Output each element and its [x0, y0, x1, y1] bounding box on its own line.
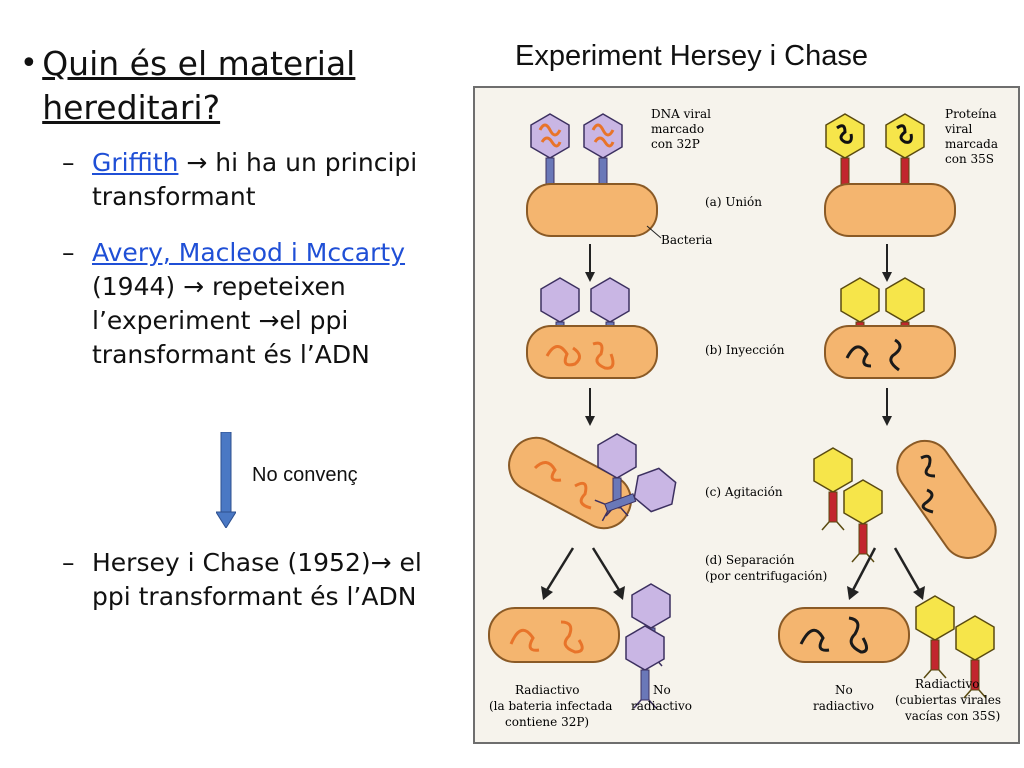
dna-injected-black: [845, 338, 902, 372]
down-arrow-icon: [216, 432, 236, 528]
dna-label-3: con 32P: [651, 137, 700, 151]
avery-year: (1944): [92, 272, 184, 301]
result-right-2: (cubiertas virales: [895, 693, 1001, 707]
sub-bullet-text: Griffith → hi ha un principi transforman…: [92, 146, 442, 214]
dna-black-c: [920, 454, 936, 514]
arrow-down-icon: [584, 387, 596, 427]
protein-label-3: marcada: [945, 137, 998, 151]
phage-protein-labeled-2: [885, 113, 925, 197]
phage-detached-c-4: [843, 479, 883, 563]
arrow-glyph: →: [186, 148, 208, 177]
result-no-3: No: [835, 683, 853, 697]
arrow-glyph: →: [370, 548, 392, 577]
hersey-conclusion: el ppi transformant és l’ADN: [92, 548, 422, 611]
step-b-label: (b) Inyección: [705, 343, 785, 357]
griffith-text: hi ha un principi transformant: [92, 148, 418, 211]
bacterium-a-right: [824, 183, 956, 237]
result-left-1: Radiactivo: [515, 683, 580, 697]
griffith-link[interactable]: Griffith: [92, 148, 179, 177]
hershey-chase-figure: DNA viral marcado con 32P (a) Unión Bact…: [473, 86, 1020, 744]
dna-orange-d: [509, 620, 584, 654]
protein-label-2: viral: [944, 122, 973, 136]
avery-link[interactable]: Avery, Macleod i Mccarty: [92, 238, 406, 267]
arrow-down-icon: [881, 243, 893, 283]
sub-bullet-text: Avery, Macleod i Mccarty (1944) → repete…: [92, 236, 442, 372]
arrow-glyph: →: [258, 306, 280, 335]
annotation-no-convenc: No convenç: [252, 464, 358, 486]
result-left-3: contiene 32P): [505, 715, 589, 729]
sub-bullet-griffith: – Griffith → hi ha un principi transform…: [62, 146, 442, 214]
arrow-down-icon: [881, 387, 893, 427]
step-c-label: (c) Agitación: [705, 485, 783, 499]
protein-label-1: Proteína: [945, 107, 997, 121]
result-right-1: Radiactivo: [915, 677, 980, 691]
arrow-down-icon: [584, 243, 596, 283]
bacterium-c-left: [508, 436, 632, 530]
bacterium-b-right: [824, 325, 956, 379]
bacterium-d-right: [778, 607, 910, 663]
bacterium-a-left: [526, 183, 658, 237]
bacterium-c-right: [896, 439, 997, 559]
dash: –: [62, 548, 75, 577]
bacterium-d-left: [488, 607, 620, 663]
sub-bullet-hersey: – Hersey i Chase (1952)→ el ppi transfor…: [62, 546, 442, 614]
result-right-3: vacías con 35S): [904, 709, 1000, 723]
sub-bullet-avery: – Avery, Macleod i Mccarty (1944) → repe…: [62, 236, 442, 372]
dna-black-d: [799, 616, 868, 654]
main-heading: Quin és el material hereditari?: [42, 44, 356, 127]
dna-label-1: DNA viral: [651, 107, 711, 121]
figure-title: Experiment Hersey i Chase: [515, 40, 868, 72]
experiment-diagram: DNA viral marcado con 32P (a) Unión Bact…: [488, 107, 1001, 729]
dna-orange-c: [533, 461, 592, 510]
step-d-label-2: (por centrifugación): [705, 569, 827, 583]
sub-bullet-text: Hersey i Chase (1952)→ el ppi transforma…: [92, 546, 442, 614]
phage-protein-labeled-1: [825, 113, 865, 197]
result-left-2: (la bateria infectada: [489, 699, 612, 713]
main-bullet: • Quin és el material hereditari?: [20, 42, 440, 130]
arrow-glyph: →: [183, 272, 212, 301]
avery-conclusion: el ppi transformant és l’ADN: [92, 306, 370, 369]
bacterium-b-left: [526, 325, 658, 379]
phage-dna-labeled-2: [583, 113, 623, 197]
bacteria-label: Bacteria: [661, 233, 712, 247]
result-no-1: No: [653, 683, 671, 697]
protein-label-4: con 35S: [945, 152, 994, 166]
dna-injected-orange: [545, 341, 615, 370]
bullet-dot: •: [20, 46, 38, 81]
dna-label-2: marcado: [651, 122, 704, 136]
dash: –: [62, 148, 75, 177]
avery-text: repeteixen l’experiment: [92, 272, 346, 335]
result-no-4: radiactivo: [813, 699, 874, 713]
hersey-text: Hersey i Chase (1952): [92, 548, 371, 577]
phage-empty-d-3: [915, 595, 955, 679]
text-panel: • Quin és el material hereditari? – Grif…: [0, 0, 460, 768]
phage-dna-labeled-1: [530, 113, 570, 197]
step-a-label: (a) Unión: [705, 195, 762, 209]
result-no-2: radiactivo: [631, 699, 692, 713]
dash: –: [62, 238, 75, 267]
step-d-label-1: (d) Separación: [705, 553, 795, 567]
